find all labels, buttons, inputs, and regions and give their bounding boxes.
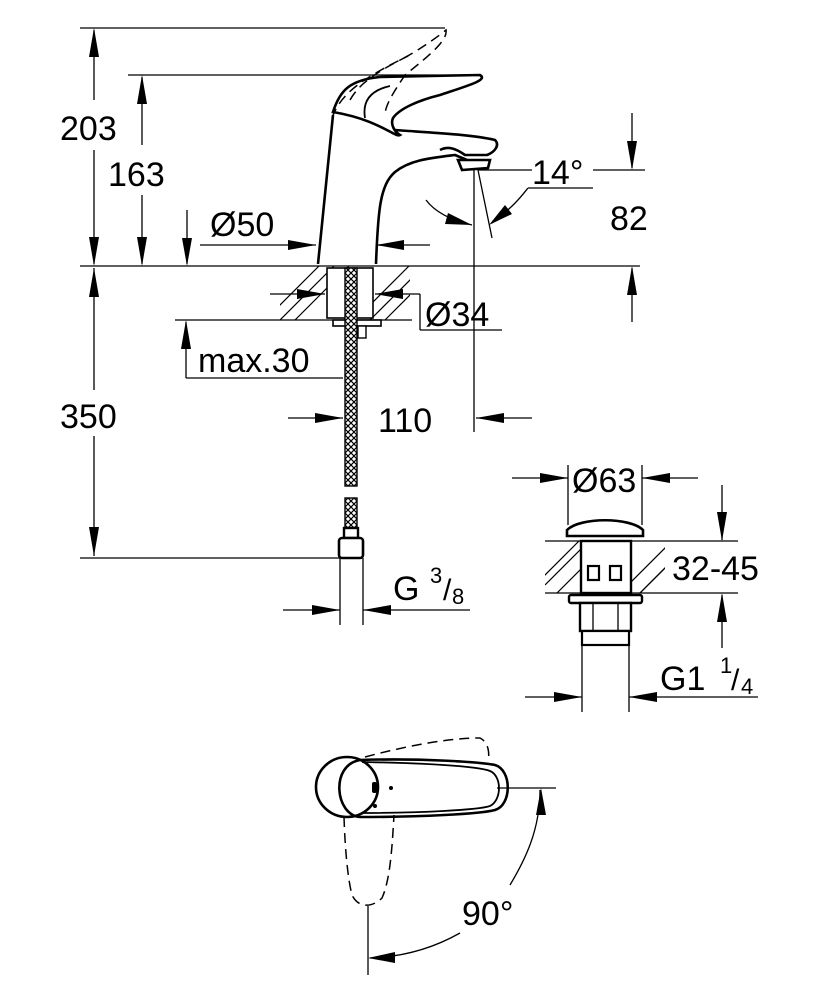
lever-rotated-dashed-down (343, 814, 395, 906)
svg-text:G1: G1 (660, 660, 705, 698)
lever-raised-dashed (331, 28, 447, 119)
faucet-body-back (316, 114, 335, 265)
waste-deck-range-label: 32-45 (672, 550, 759, 588)
lever-plan-outline (338, 758, 509, 819)
rotation-90-label: 90° (462, 895, 513, 933)
svg-text:/: / (443, 574, 452, 607)
lever (331, 73, 484, 137)
dim-163-label: 163 (108, 156, 165, 194)
svg-text:4: 4 (741, 674, 753, 699)
lever-raised-dashed-inner (349, 54, 411, 101)
lever-rotated-dashed-top (364, 737, 490, 763)
svg-text:G: G (393, 570, 419, 608)
fixing-stud (357, 325, 367, 339)
waste-thread-label: G1 1 / 4 (660, 653, 753, 699)
faucet-side-view: 203 163 Ø50 14° 82 (60, 27, 648, 625)
waste-flange-nut (567, 593, 644, 605)
waste-lock-nut (578, 601, 633, 633)
lever-plan-inner (361, 761, 500, 814)
faucet-spout (394, 128, 499, 157)
waste-valve-view: Ø63 32-45 G1 1 (512, 462, 759, 712)
angle-14-label: 14° (532, 154, 583, 192)
faucet-body-front (374, 153, 468, 265)
spout-angle-line (477, 169, 493, 239)
hose-nut (337, 536, 365, 560)
flex-hose-lower (344, 497, 358, 529)
svg-text:8: 8 (452, 584, 464, 609)
waste-body (579, 539, 633, 595)
dim-350-label: 350 (60, 398, 117, 436)
dim-diameter-50-label: Ø50 (210, 206, 274, 244)
dim-hose-connection-label: G 3 / 8 (393, 563, 464, 609)
dim-max-30-label: max.30 (198, 342, 310, 380)
lever-plan-view: 90° (314, 737, 556, 975)
lever-inner (363, 85, 391, 119)
dim-82-label: 82 (610, 200, 648, 238)
dim-203-label: 203 (60, 110, 117, 148)
indicator-mark (372, 782, 377, 793)
hose-ferrule (342, 526, 360, 540)
dim-diameter-34-label: Ø34 (425, 296, 489, 334)
waste-cap (565, 518, 645, 538)
lever-base-circle (314, 755, 380, 819)
svg-text:/: / (731, 664, 740, 697)
waste-diameter-label: Ø63 (572, 462, 636, 500)
dim-110-label: 110 (378, 402, 432, 440)
flex-hose-upper (344, 267, 358, 487)
aerator (456, 158, 492, 172)
svg-text:3: 3 (430, 563, 442, 588)
svg-text:1: 1 (720, 653, 732, 678)
